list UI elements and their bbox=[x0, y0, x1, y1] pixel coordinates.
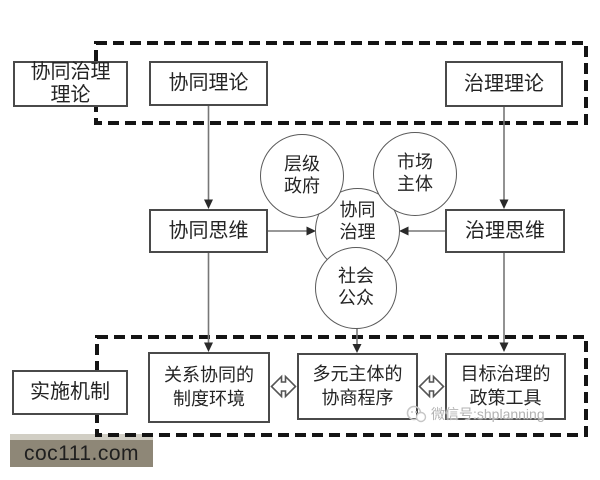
box-text: 治理理论 bbox=[464, 72, 544, 95]
wechat-icon bbox=[406, 405, 427, 423]
arrowhead-down-icon bbox=[499, 199, 509, 209]
site-watermark-bar: coc111.com bbox=[10, 434, 153, 467]
circle-social-public: 社会 公众 bbox=[315, 247, 397, 329]
arrowhead-down-icon bbox=[499, 342, 509, 352]
circle-line: 社会 bbox=[338, 266, 374, 287]
arrowhead-right-icon bbox=[306, 226, 316, 236]
label-text: 实施机制 bbox=[30, 381, 110, 403]
label-line: 理论 bbox=[50, 84, 91, 106]
box-institutional-environment: 关系协同的 制度环境 bbox=[148, 352, 270, 423]
arrowhead-left-icon bbox=[399, 226, 409, 236]
box-line: 政策工具 bbox=[469, 387, 542, 408]
wechat-watermark-text: 微信号:shplanning bbox=[431, 406, 545, 422]
circle-line: 政府 bbox=[284, 176, 320, 196]
box-synergy-theory: 协同理论 bbox=[149, 61, 268, 106]
circle-line: 协同 bbox=[339, 200, 376, 220]
label-line: 协同治理 bbox=[30, 61, 111, 83]
box-line: 目标治理的 bbox=[460, 363, 551, 384]
arrowhead-down-icon bbox=[204, 199, 213, 209]
box-policy-tools: 目标治理的 政策工具 bbox=[445, 353, 566, 420]
box-line: 多元主体的 bbox=[312, 363, 403, 384]
box-text: 协同理论 bbox=[168, 72, 249, 94]
box-text: 协同思维 bbox=[168, 219, 249, 242]
wechat-watermark: 微信号:shplanning bbox=[405, 403, 545, 425]
box-synergy-thinking: 协同思维 bbox=[149, 209, 268, 253]
theory-section-dashed-frame bbox=[94, 41, 588, 125]
site-watermark-text: coc111.com bbox=[23, 441, 140, 465]
box-line: 制度环境 bbox=[173, 388, 245, 409]
label-implementation-mechanism: 实施机制 bbox=[12, 370, 128, 415]
circle-line: 市场 bbox=[397, 152, 433, 173]
circle-line: 公众 bbox=[338, 288, 374, 308]
circle-market-entities: 市场 主体 bbox=[373, 132, 457, 216]
box-text: 治理思维 bbox=[465, 219, 545, 242]
circle-line: 主体 bbox=[397, 174, 433, 194]
arrowhead-down-icon bbox=[204, 342, 213, 352]
circle-line: 层级 bbox=[284, 154, 320, 175]
arrowhead-down-icon bbox=[352, 344, 362, 353]
box-line: 关系协同的 bbox=[164, 364, 254, 385]
circle-line: 治理 bbox=[339, 221, 376, 242]
double-arrow-icon bbox=[270, 374, 297, 399]
box-line: 协商程序 bbox=[321, 387, 394, 408]
double-arrow-icon bbox=[418, 374, 445, 399]
label-collaborative-governance-theory: 协同治理 理论 bbox=[13, 61, 128, 107]
box-governance-theory: 治理理论 bbox=[445, 61, 563, 107]
circle-hierarchical-government: 层级 政府 bbox=[260, 134, 344, 218]
box-governance-thinking: 治理思维 bbox=[445, 209, 565, 253]
box-consultation-procedure: 多元主体的 协商程序 bbox=[297, 353, 418, 420]
